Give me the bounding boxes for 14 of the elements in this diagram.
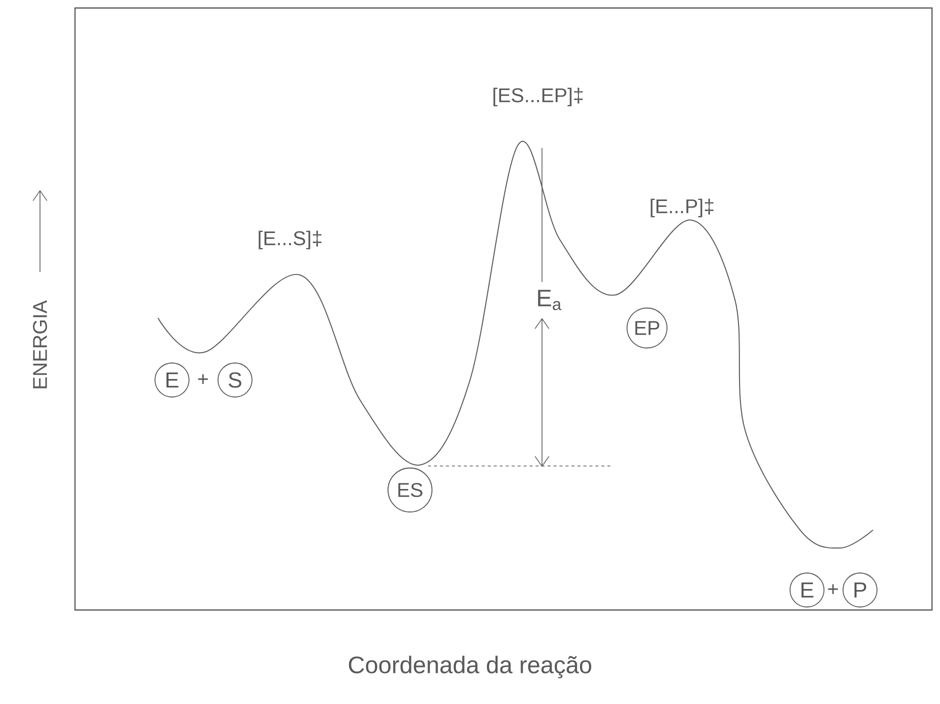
circled-label: EP (626, 308, 668, 348)
state-label: [ES...EP]‡ (493, 88, 583, 106)
plus-sign: + (198, 374, 208, 384)
state-label: [E...S]‡ (258, 230, 322, 250)
axis-label: Coordenada da reação (348, 656, 592, 678)
state-label: [E...P]‡ (650, 198, 714, 218)
circled-label: S (218, 362, 252, 398)
circled-label: E (154, 362, 190, 398)
circled-label: P (842, 572, 878, 608)
energy-label: E$_{a}$ (538, 290, 562, 310)
circled-label: ES (388, 468, 432, 512)
plus-sign: + (828, 584, 838, 594)
axis-label: ENERGIA (32, 300, 48, 388)
circled-label: E (790, 572, 824, 608)
